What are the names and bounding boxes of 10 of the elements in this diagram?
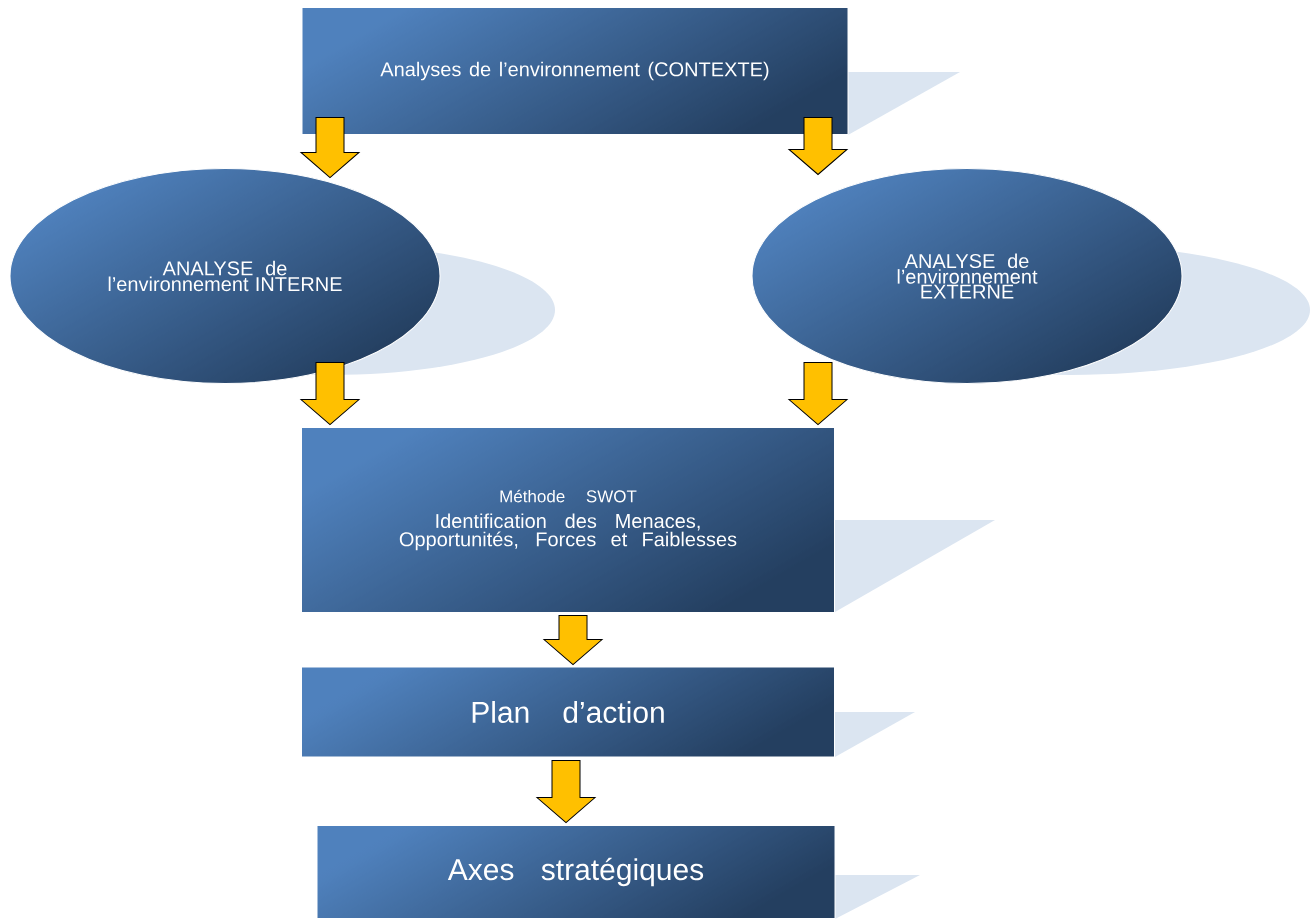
block-arrow <box>536 760 596 823</box>
process-box: Méthode SWOT Identification des Menaces, Opportunités, Forces et Faiblesses <box>301 427 835 613</box>
process-box: Plan d’action <box>301 666 835 758</box>
block-arrow <box>300 117 360 178</box>
process-box: Analyses de l’environnement (CONTEXTE) <box>301 7 849 135</box>
block-arrow <box>543 615 603 665</box>
block-arrow <box>788 362 848 425</box>
block-arrow <box>788 117 848 175</box>
process-box: Axes stratégiques <box>316 825 836 919</box>
block-arrow <box>300 362 360 425</box>
